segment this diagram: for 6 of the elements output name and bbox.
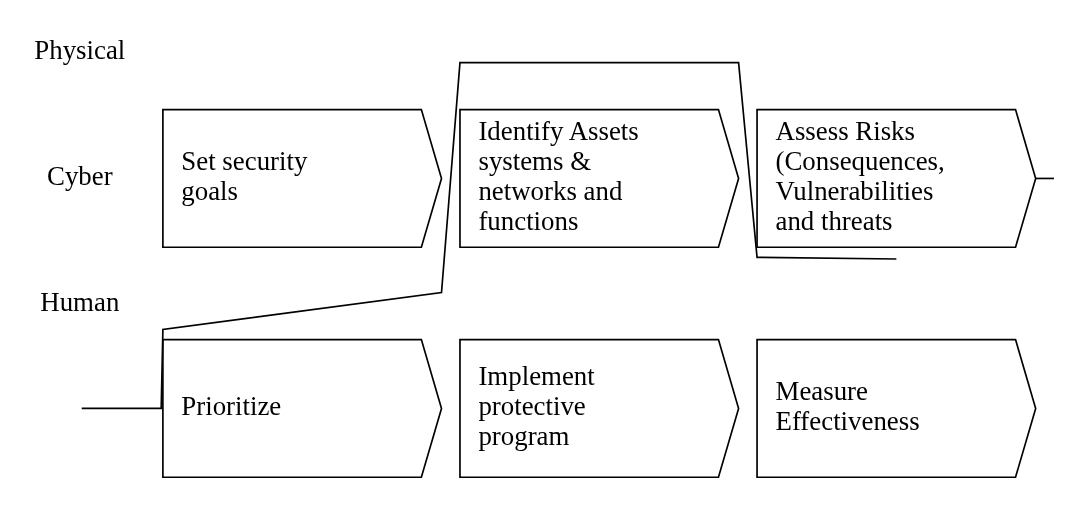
connector (1034, 177, 1055, 180)
label: Physical (34, 34, 126, 65)
label: Human (40, 286, 120, 317)
label: Cyber (47, 160, 113, 191)
connector (80, 407, 164, 410)
connector (160, 61, 898, 410)
